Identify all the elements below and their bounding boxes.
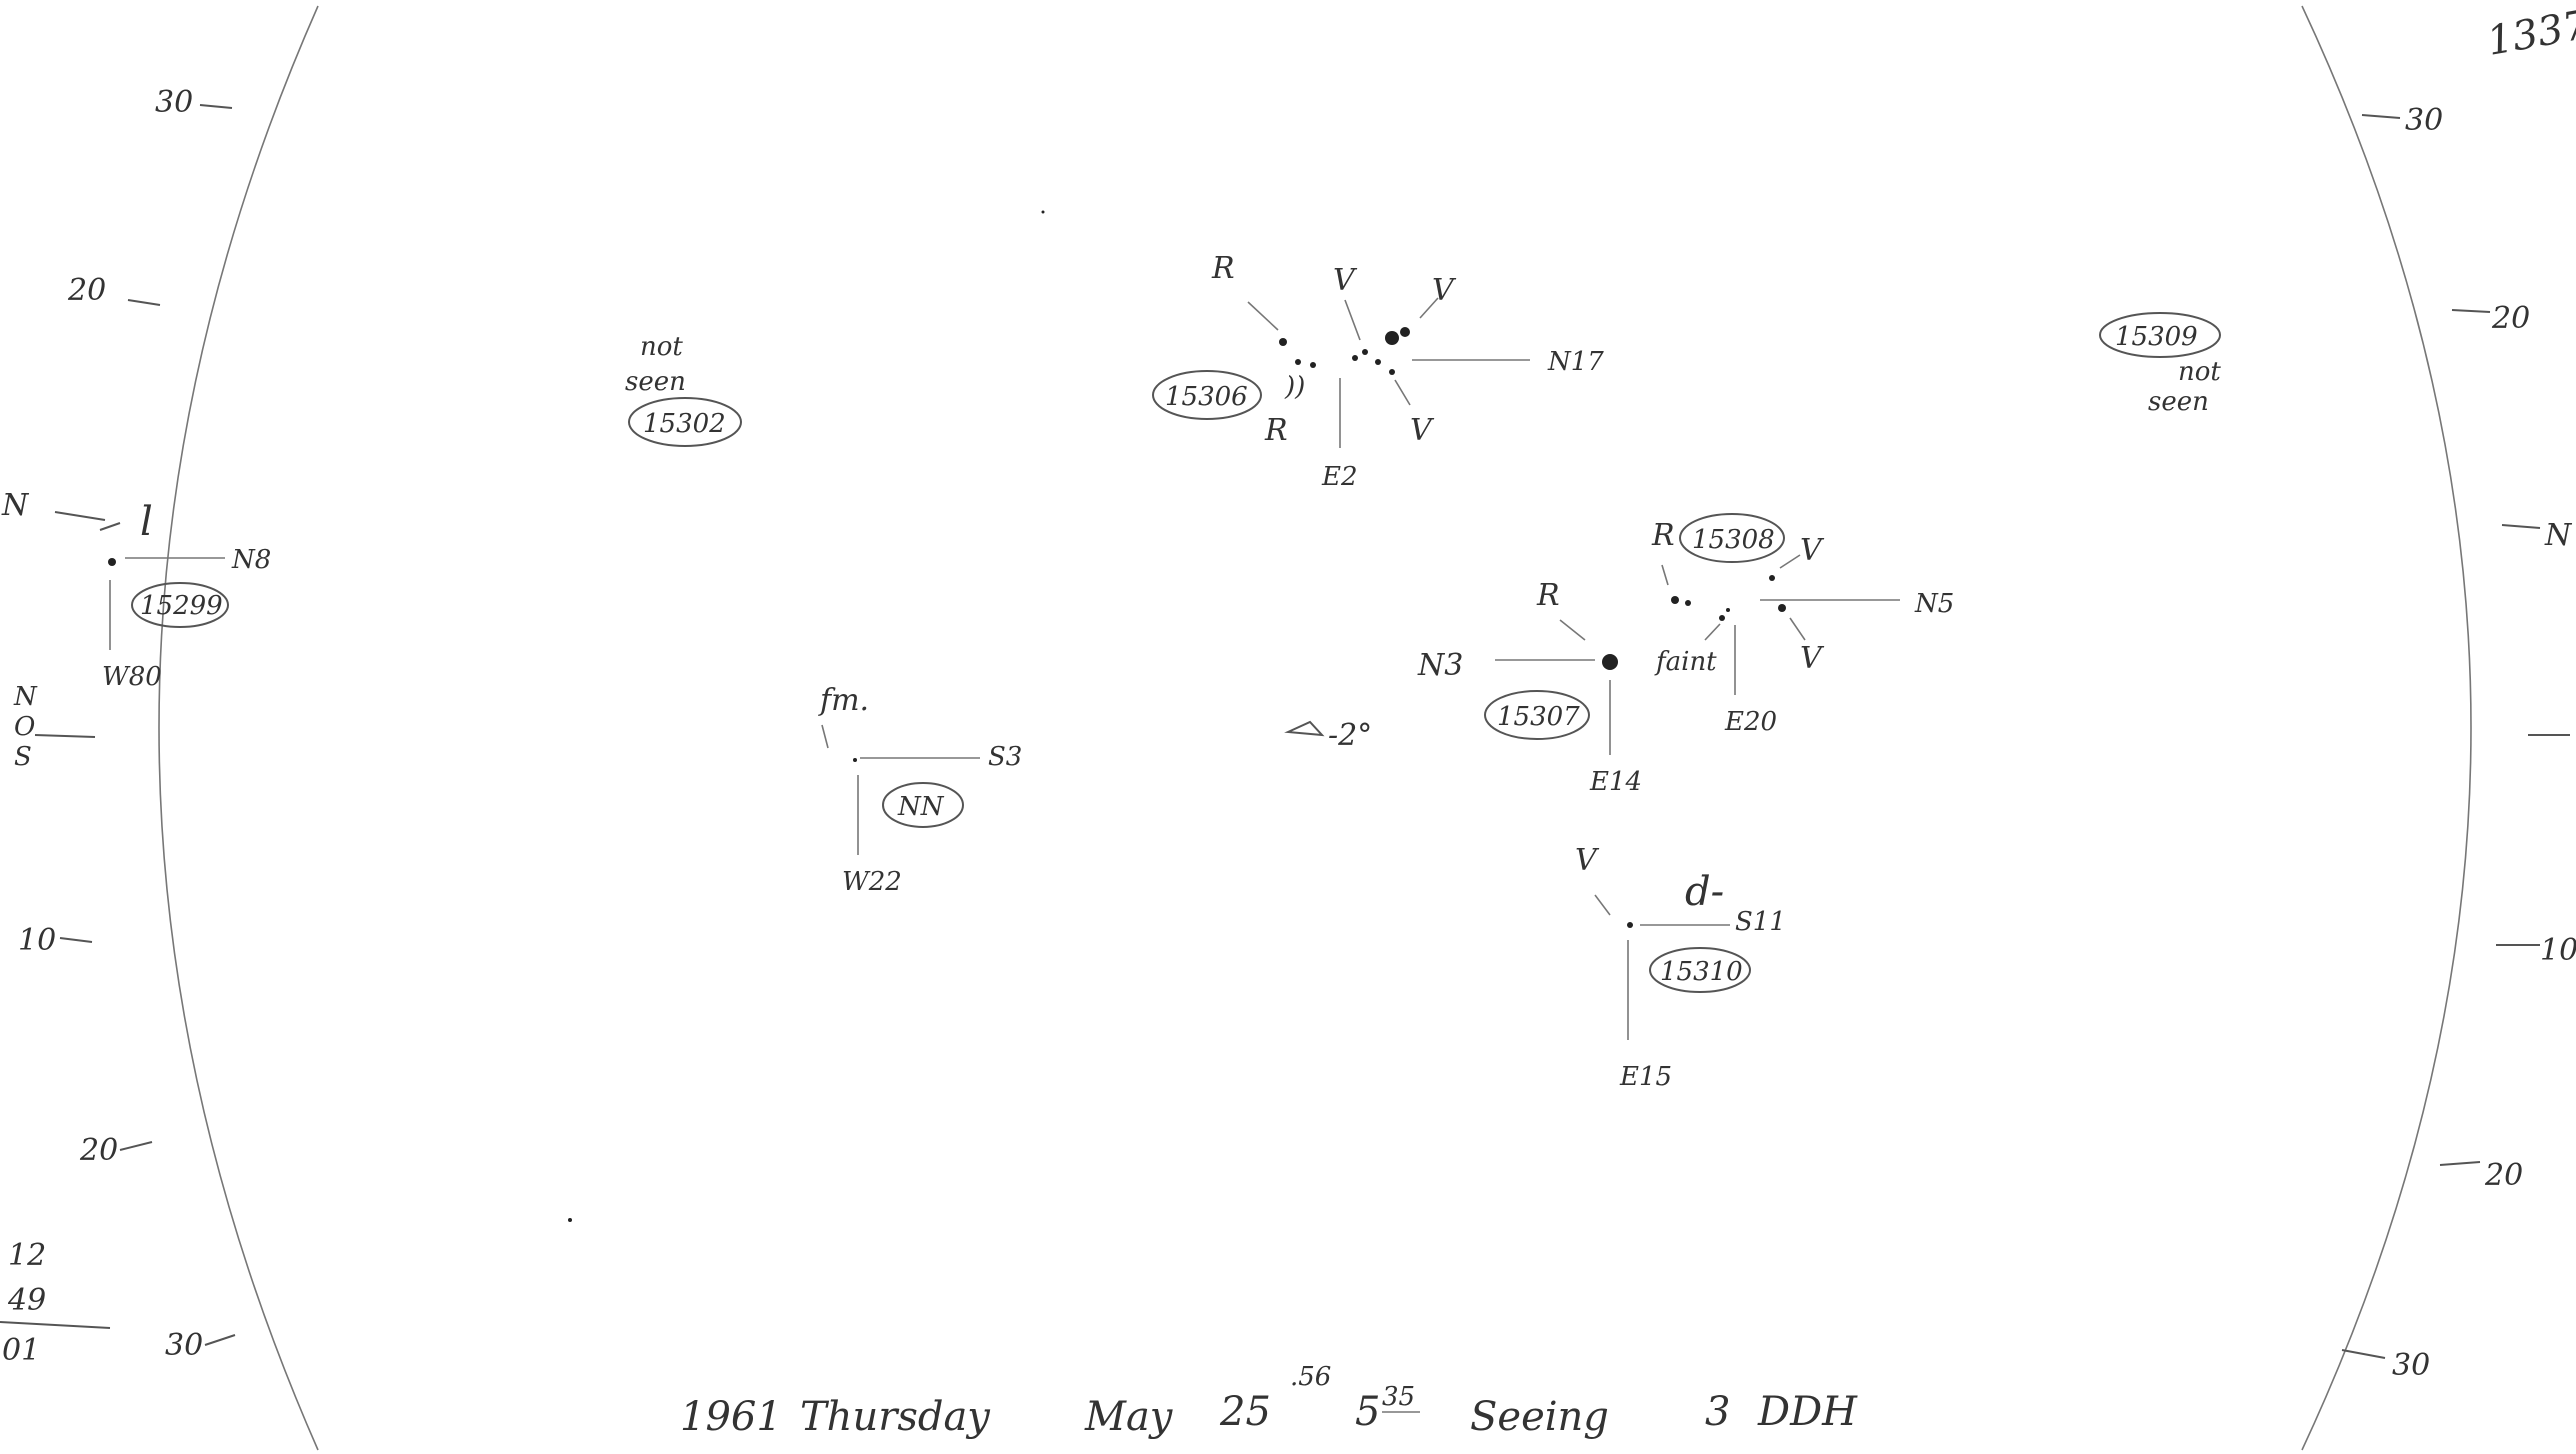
footer-date: 25 <box>1219 1389 1271 1435</box>
region-15308-long: E20 <box>1724 707 1777 737</box>
footer-year: 1961 <box>680 1394 782 1440</box>
region-15306-mark-r1: R <box>1211 251 1235 286</box>
region-15307-mark-r: R <box>1536 578 1560 613</box>
region-15306-mark-v3: V <box>1410 413 1435 448</box>
region-15308-note: faint <box>1654 647 1717 677</box>
stray-dot <box>568 1218 572 1222</box>
footer-seeing-label: Seeing <box>1470 1394 1609 1440</box>
region-15307: R N3 E14 15307 <box>1417 578 1642 797</box>
region-15306-lat: N17 <box>1547 347 1604 377</box>
left-scale-s: S <box>14 742 32 772</box>
region-15308-number: 15308 <box>1692 525 1775 555</box>
footer-observer-initials: DDH <box>1757 1389 1858 1435</box>
region-15308-lat: N5 <box>1914 589 1954 619</box>
footer-month: May <box>1084 1394 1174 1440</box>
region-15309-note-1: not <box>2178 357 2221 387</box>
region-15310-long: E15 <box>1619 1062 1672 1092</box>
right-scale-20-top: 20 <box>2491 301 2530 336</box>
misc-annotation: -2° <box>1284 718 1372 753</box>
footer-date-fraction: .56 <box>1290 1362 1331 1392</box>
region-15310-class: d- <box>1685 869 1724 915</box>
right-scale-30-bottom: 30 <box>2392 1348 2430 1383</box>
left-scale-30-bottom: 30 <box>165 1328 203 1363</box>
region-15299: l N8 W80 15299 <box>99 499 271 692</box>
left-scale-30-top: 30 <box>155 85 193 120</box>
footer-day: Thursday <box>800 1394 991 1440</box>
region-15306-mark-v1: V <box>1333 263 1358 298</box>
region-15308: R 15308 faint V V N5 E20 <box>1651 513 1954 737</box>
right-scale-10: 10 <box>2540 933 2576 968</box>
region-15307-number: 15307 <box>1497 702 1580 732</box>
region-15310: V d- S11 E15 15310 <box>1575 843 1786 1092</box>
region-15299-lat: N8 <box>231 545 271 575</box>
region-15306-extra: )) <box>1284 372 1305 402</box>
region-15306-mark-r2: R <box>1264 413 1288 448</box>
region-15299-long: W80 <box>102 662 162 692</box>
region-15299-number: 15299 <box>140 591 223 621</box>
region-15302-number: 15302 <box>643 409 726 439</box>
region-15308-mark-r: R <box>1651 518 1675 553</box>
region-15302-note-1: not <box>640 332 683 362</box>
region-nn-number: NN <box>897 792 945 822</box>
corner-note-1: 12 <box>8 1238 46 1273</box>
region-15299-class: l <box>140 499 153 545</box>
region-15307-long: E14 <box>1589 767 1642 797</box>
plate-number: 1337 <box>2484 2 2576 65</box>
region-15309-number: 15309 <box>2115 322 2198 352</box>
footer-seeing-value: 3 <box>1705 1389 1730 1435</box>
left-scale-10: 10 <box>18 923 56 958</box>
stray-dot <box>1041 210 1045 214</box>
region-15306-number: 15306 <box>1165 382 1248 412</box>
region-15308-mark-v1: V <box>1800 533 1825 568</box>
region-nn-note: fm. <box>818 683 869 718</box>
corner-note-2: 49 <box>7 1283 46 1318</box>
left-limb-arc <box>158 5 319 1451</box>
region-15306-long: E2 <box>1321 462 1358 492</box>
left-scale-n-upper: N <box>1 488 30 523</box>
region-15306-mark-v2: V <box>1432 273 1457 308</box>
right-limb-arc <box>2301 5 2472 1451</box>
region-15309-note-2: seen <box>2148 387 2209 417</box>
region-15310-lat: S11 <box>1735 907 1786 937</box>
corner-note-3: 01 <box>2 1333 40 1368</box>
left-scale-20-top: 20 <box>67 273 106 308</box>
left-scale-o: O <box>14 712 35 742</box>
region-nn: fm. S3 W22 NN <box>818 683 1022 897</box>
region-nn-lat: S3 <box>988 742 1022 772</box>
region-15309: 15309 not seen <box>2099 312 2221 417</box>
region-nn-long: W22 <box>842 867 902 897</box>
right-scale-20-bottom: 20 <box>2484 1158 2523 1193</box>
region-15310-number: 15310 <box>1660 957 1743 987</box>
right-latitude-scale: 30 20 N 10 20 30 <box>2341 103 2576 1383</box>
region-15307-lat: N3 <box>1417 648 1463 683</box>
right-scale-n: N <box>2544 518 2573 553</box>
left-latitude-scale: 30 20 N N O S 10 20 30 <box>1 85 236 1363</box>
footer-time-minutes: 35 <box>1382 1382 1415 1412</box>
region-15306: R )) R V V V N17 E2 15306 <box>1152 251 1604 492</box>
footer-caption: 1961 Thursday May 25 .56 5 35 Seeing 3 D… <box>680 1362 1858 1440</box>
left-scale-n: N <box>13 682 38 712</box>
region-15308-mark-v2: V <box>1800 641 1825 676</box>
region-15302-note-2: seen <box>625 367 686 397</box>
left-corner-notes: 12 49 01 <box>0 1238 111 1368</box>
misc-annotation-text: -2° <box>1328 718 1372 753</box>
footer-time-hour: 5 <box>1355 1389 1380 1435</box>
region-15302: not seen 15302 <box>625 332 742 447</box>
region-15310-mark-v: V <box>1575 843 1600 878</box>
right-scale-30-top: 30 <box>2405 103 2443 138</box>
left-scale-20-bottom: 20 <box>79 1133 118 1168</box>
